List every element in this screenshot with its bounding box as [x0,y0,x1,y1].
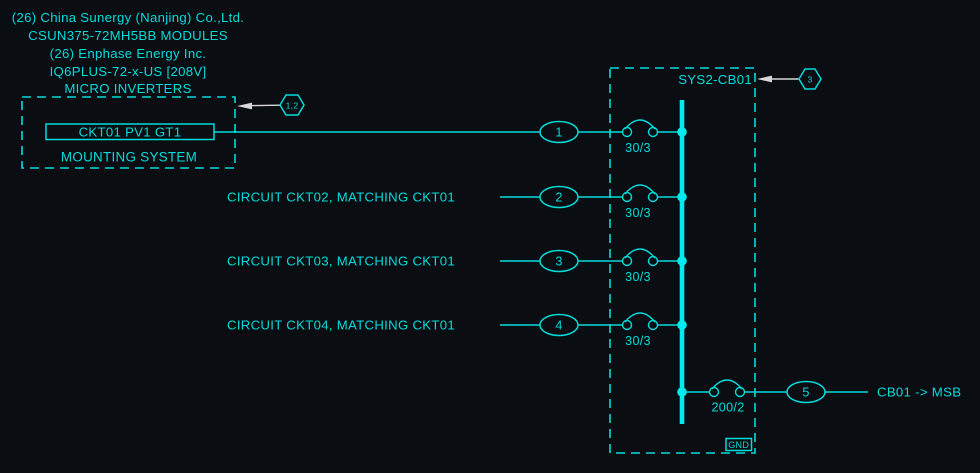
module-info-line3: (26) Enphase Energy Inc. [50,46,207,61]
gnd-box [725,437,753,452]
hex-tag-3-label: 3 [807,74,812,84]
mounting-system-box: CKT01 PV1 GT1 MOUNTING SYSTEM [21,96,236,169]
breaker-rating-4: 30/3 [625,334,651,348]
note-leader-3: 3 [757,68,822,90]
main-breaker-pole-right [734,386,746,398]
main-breaker-rating: 200/2 [711,401,744,415]
leader-arrowhead-1 [237,102,252,110]
hex-tag-1-2 [279,94,305,116]
main-breaker-pole-left [708,386,720,398]
circuit-row-3: CIRCUIT CKT03, MATCHING CKT01 3 30/3 [227,248,687,284]
bus-connection-dot-2 [677,192,687,202]
main-breaker-arc [711,379,743,390]
hex-tag-3 [798,68,822,90]
circuit-tag-4-number: 4 [555,319,562,333]
circuit-row-4: CIRCUIT CKT04, MATCHING CKT01 4 30/3 [227,312,687,348]
breaker-pole-right-2 [647,191,659,203]
bus-connection-dot-1 [677,127,687,137]
breaker-pole-right-3 [647,255,659,267]
breaker-rating-2: 30/3 [625,206,651,220]
breaker-pole-left-3 [621,255,633,267]
panel-dashed-border [609,67,756,454]
circuit-row-1: 1 30/3 [214,119,687,155]
breaker-pole-left-2 [621,191,633,203]
breaker-pole-left-1 [621,126,633,138]
breaker-rating-1: 30/3 [625,141,651,155]
bus-connection-dot-5 [677,387,687,397]
circuit-tag-2-number: 2 [555,191,562,205]
feeder-row: 200/2 5 CB01 -> MSB [677,379,961,415]
breaker-arc-3 [624,248,656,259]
feeder-tag-5-number: 5 [802,386,809,400]
panel-name-label: SYS2-CB01 [678,72,752,87]
module-info-line4: IQ6PLUS-72-x-US [208V] [50,64,207,79]
feeder-destination-label: CB01 -> MSB [877,385,961,400]
note-leader-1: 1,2 [237,94,305,116]
hex-tag-1-2-label: 1,2 [286,100,299,110]
gnd-label: GND [728,440,749,450]
breaker-pole-right-4 [647,319,659,331]
breaker-pole-left-4 [621,319,633,331]
module-info-block: (26) China Sunergy (Nanjing) Co.,Ltd. CS… [12,10,244,96]
breaker-rating-3: 30/3 [625,270,651,284]
bus-connection-dot-4 [677,320,687,330]
breaker-arc-1 [624,119,656,130]
module-info-line5: MICRO INVERTERS [64,81,191,96]
breaker-arc-2 [624,184,656,195]
circuit-tag-3-number: 3 [555,255,562,269]
breaker-arc-4 [624,312,656,323]
circuit-label-4: CIRCUIT CKT04, MATCHING CKT01 [227,318,455,333]
mounting-system-label: MOUNTING SYSTEM [61,150,197,165]
circuit-row-2: CIRCUIT CKT02, MATCHING CKT01 2 30/3 [227,184,687,220]
breaker-pole-right-1 [647,126,659,138]
circuit-label-2: CIRCUIT CKT02, MATCHING CKT01 [227,190,455,205]
panel-box-sys2-cb01: SYS2-CB01 GND [609,67,756,454]
circuit-label-3: CIRCUIT CKT03, MATCHING CKT01 [227,254,455,269]
leader-arrowhead-3 [757,75,772,83]
bus-connection-dot-3 [677,256,687,266]
module-info-line1: (26) China Sunergy (Nanjing) Co.,Ltd. [12,10,244,25]
circuit-tag-1-number: 1 [555,126,562,140]
module-info-line2: CSUN375-72MH5BB MODULES [28,28,228,43]
ckt01-label: CKT01 PV1 GT1 [79,125,182,140]
